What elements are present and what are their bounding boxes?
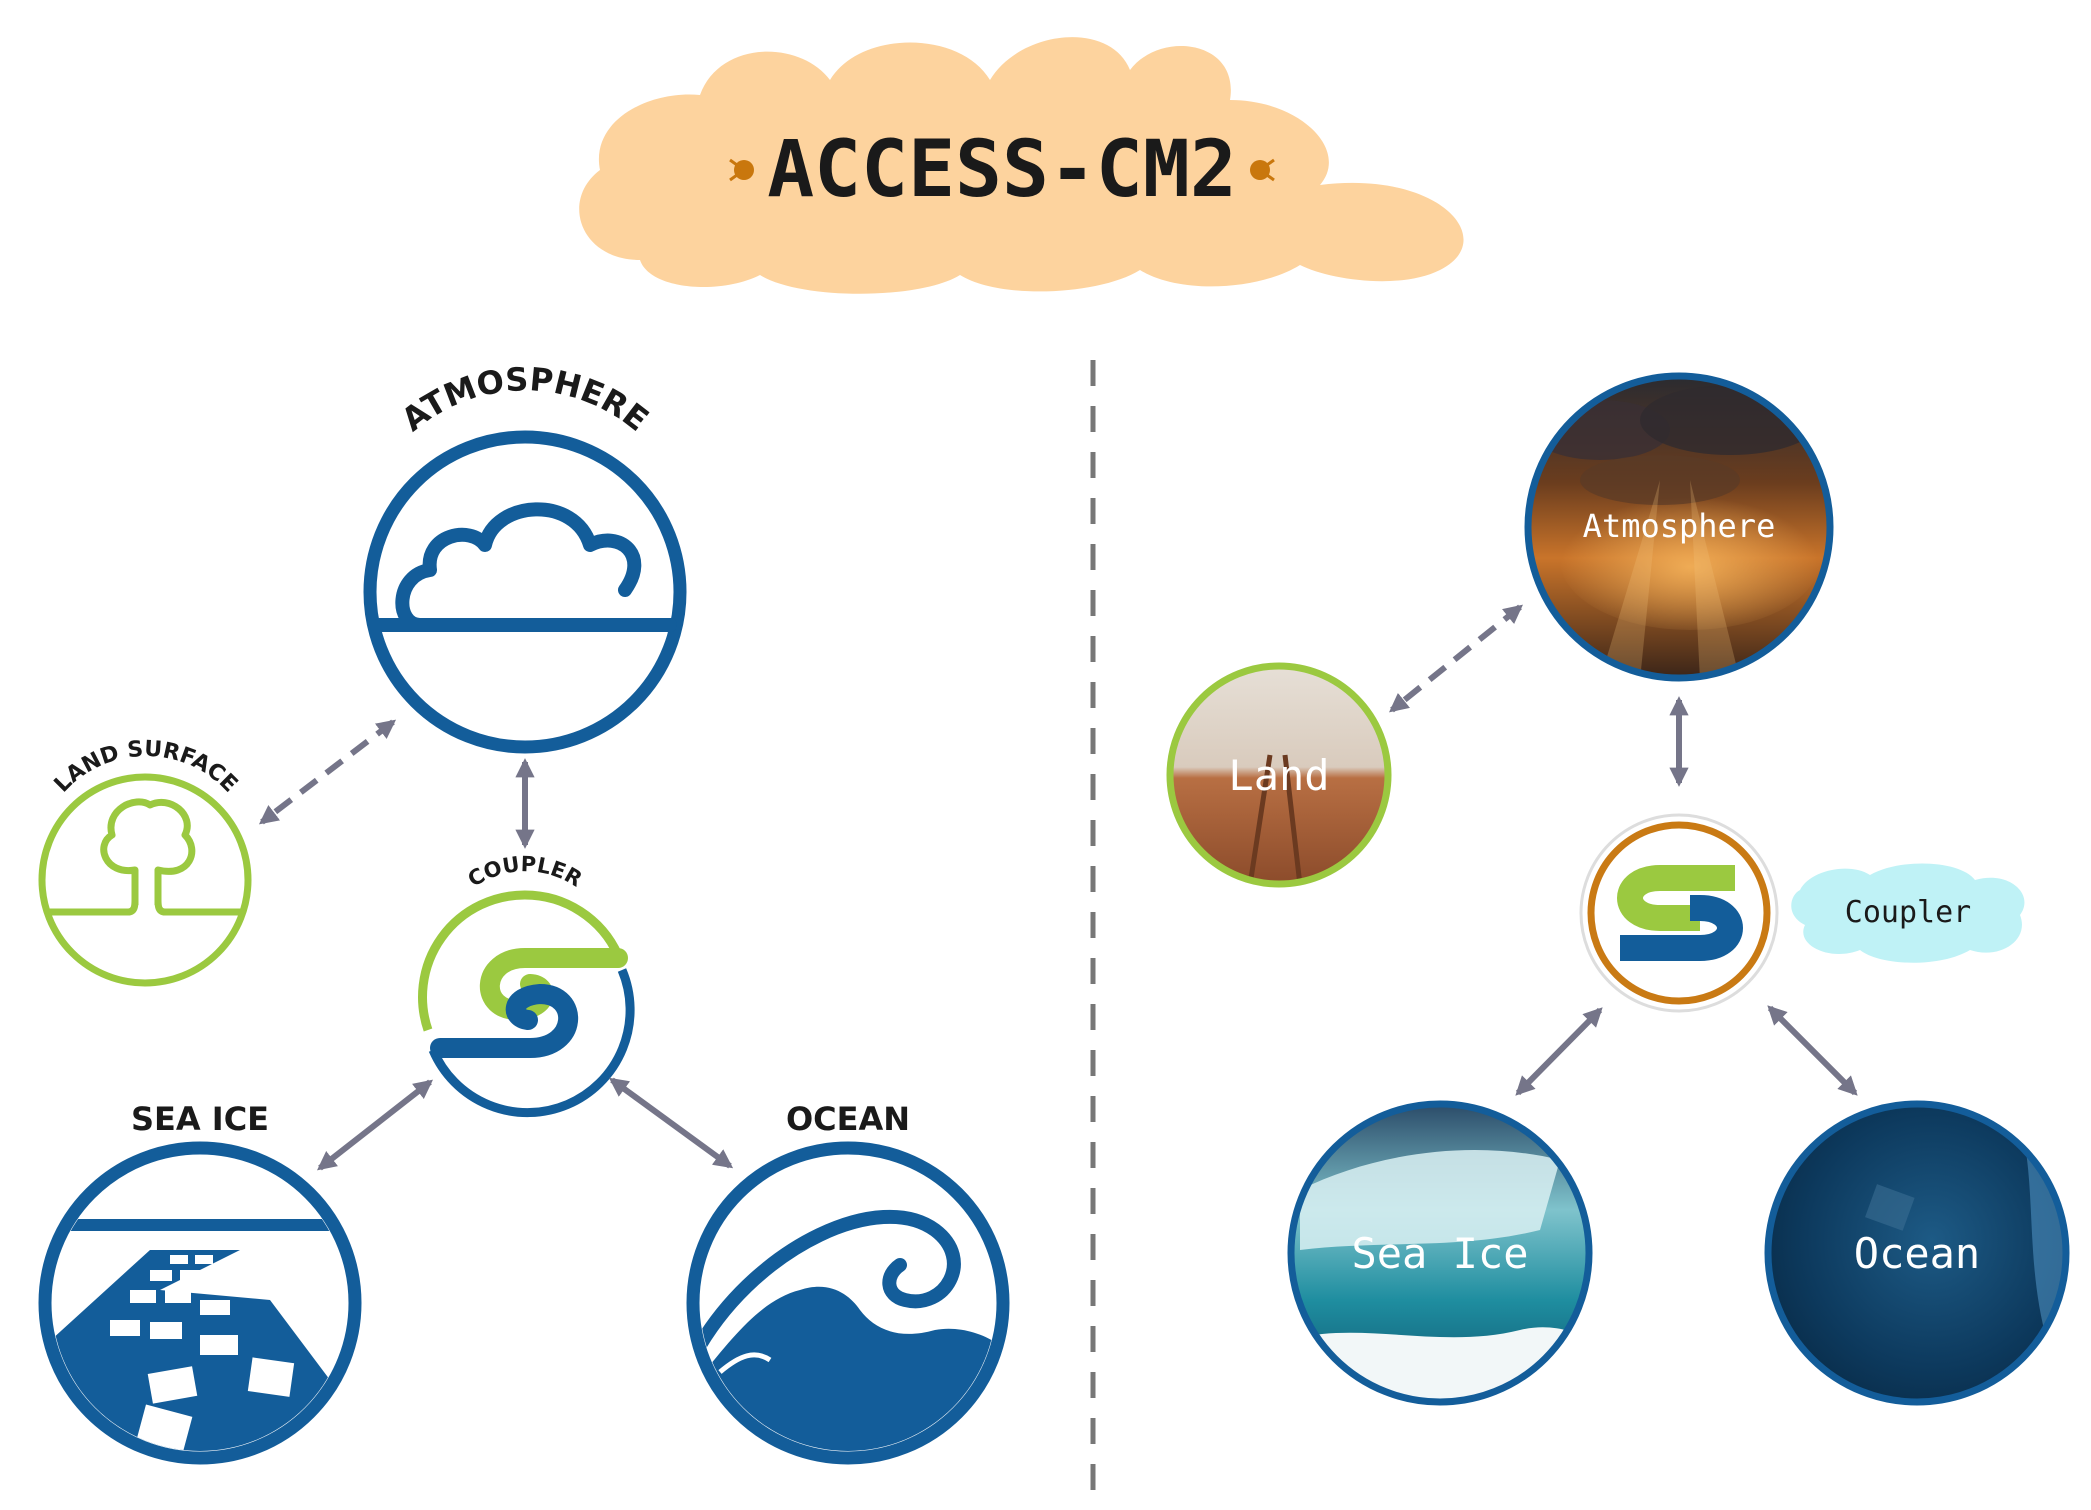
left-atmosphere-node: ATMOSPHERE	[363, 360, 687, 754]
left-coupler-label: COUPLER	[464, 852, 586, 892]
right-land-label: Land	[1228, 751, 1329, 800]
sunset-clouds-photo	[1531, 379, 1827, 675]
field-road-photo	[1173, 669, 1385, 881]
title-blob	[579, 37, 1464, 294]
right-arrows	[1389, 604, 1858, 1096]
ice-floes-icon	[52, 1219, 348, 1451]
right-atmosphere-node: Atmosphere	[1524, 372, 1834, 682]
right-land-node: Land	[1166, 662, 1392, 888]
arrow-right-coupler-ocean	[1767, 1005, 1858, 1096]
cloud-icon	[375, 502, 677, 632]
page-title: ACCESS-CM2	[767, 125, 1237, 215]
right-panel: Atmosphere Land Coupler	[1166, 372, 2070, 1406]
left-panel: ATMOSPHERE LAND SURFACE COUPLER	[38, 360, 1010, 1465]
right-sea-ice-label: Sea Ice	[1351, 1229, 1528, 1278]
right-ocean-label: Ocean	[1854, 1229, 1980, 1278]
right-ocean-node: Ocean	[1764, 1100, 2070, 1406]
left-land-label: LAND SURFACE	[50, 737, 242, 798]
right-coupler-node: Coupler	[1579, 813, 2025, 1013]
tree-icon	[45, 798, 245, 916]
wave-icon	[700, 1209, 996, 1451]
swirl-s-icon	[430, 948, 628, 1058]
iceberg-photo	[1294, 1107, 1586, 1399]
left-ocean-label: OCEAN	[786, 1100, 910, 1138]
right-sea-ice-node: Sea Ice	[1287, 1100, 1593, 1406]
arrow-right-coupler-seaice	[1515, 1007, 1603, 1096]
left-coupler-node: COUPLER	[418, 852, 635, 1118]
right-atmosphere-label: Atmosphere	[1583, 507, 1776, 545]
left-sea-ice-node: SEA ICE	[38, 1100, 362, 1465]
right-coupler-label: Coupler	[1845, 895, 1971, 930]
coupler-s-icon	[1617, 865, 1743, 961]
left-land-node: LAND SURFACE	[38, 737, 252, 987]
ocean-water-photo	[1771, 1107, 2063, 1399]
coupler-label-blob	[1791, 863, 2025, 963]
title-banner: ACCESS-CM2	[579, 37, 1464, 294]
left-sea-ice-label: SEA ICE	[131, 1100, 269, 1138]
left-arrows	[258, 719, 734, 1171]
left-ocean-node: OCEAN	[686, 1100, 1010, 1465]
arrow-coupler-ocean	[608, 1077, 734, 1169]
left-atmosphere-label: ATMOSPHERE	[394, 360, 655, 439]
arrow-atmosphere-land	[258, 719, 397, 825]
arrow-coupler-seaice	[316, 1079, 434, 1171]
arrow-right-atmosphere-land	[1389, 604, 1523, 713]
